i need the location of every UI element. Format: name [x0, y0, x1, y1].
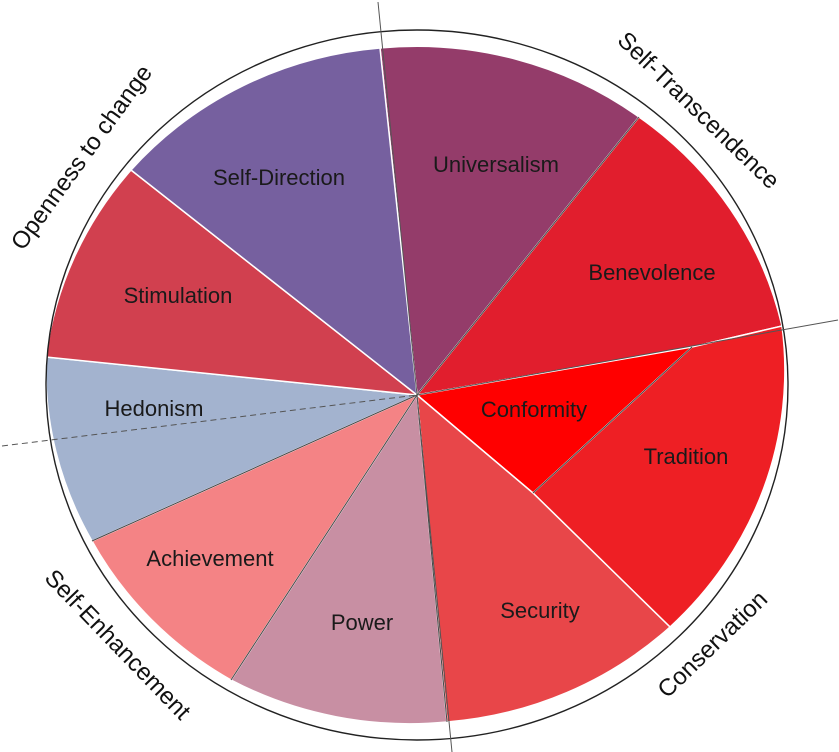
segment-tradition [531, 325, 786, 629]
label-power: Power [331, 610, 393, 635]
quadrant-line-top [377, 1, 418, 396]
quadrant-line-right [416, 319, 839, 396]
divider-line [230, 394, 418, 681]
label-achievement: Achievement [146, 546, 273, 571]
label-benevolence: Benevolence [588, 260, 715, 285]
segment-self-direction [129, 47, 418, 397]
label-self-direction: Self-Direction [213, 165, 345, 190]
segment-achievement [90, 393, 420, 681]
quadrant-line-bottom [416, 394, 453, 752]
label-stimulation: Stimulation [124, 283, 233, 308]
label-universalism: Universalism [433, 152, 559, 177]
segment-benevolence [415, 115, 783, 397]
label-tradition: Tradition [644, 444, 729, 469]
segment-security [416, 393, 672, 723]
divider-line [91, 394, 418, 542]
wheel-outline [45, 29, 789, 741]
segment-universalism [379, 45, 641, 397]
label-security: Security [500, 598, 579, 623]
segment-power [229, 392, 448, 725]
divider-line [416, 116, 640, 396]
label-hedonism: Hedonism [104, 396, 203, 421]
label-conformity: Conformity [481, 397, 587, 422]
divider-line [532, 346, 693, 494]
